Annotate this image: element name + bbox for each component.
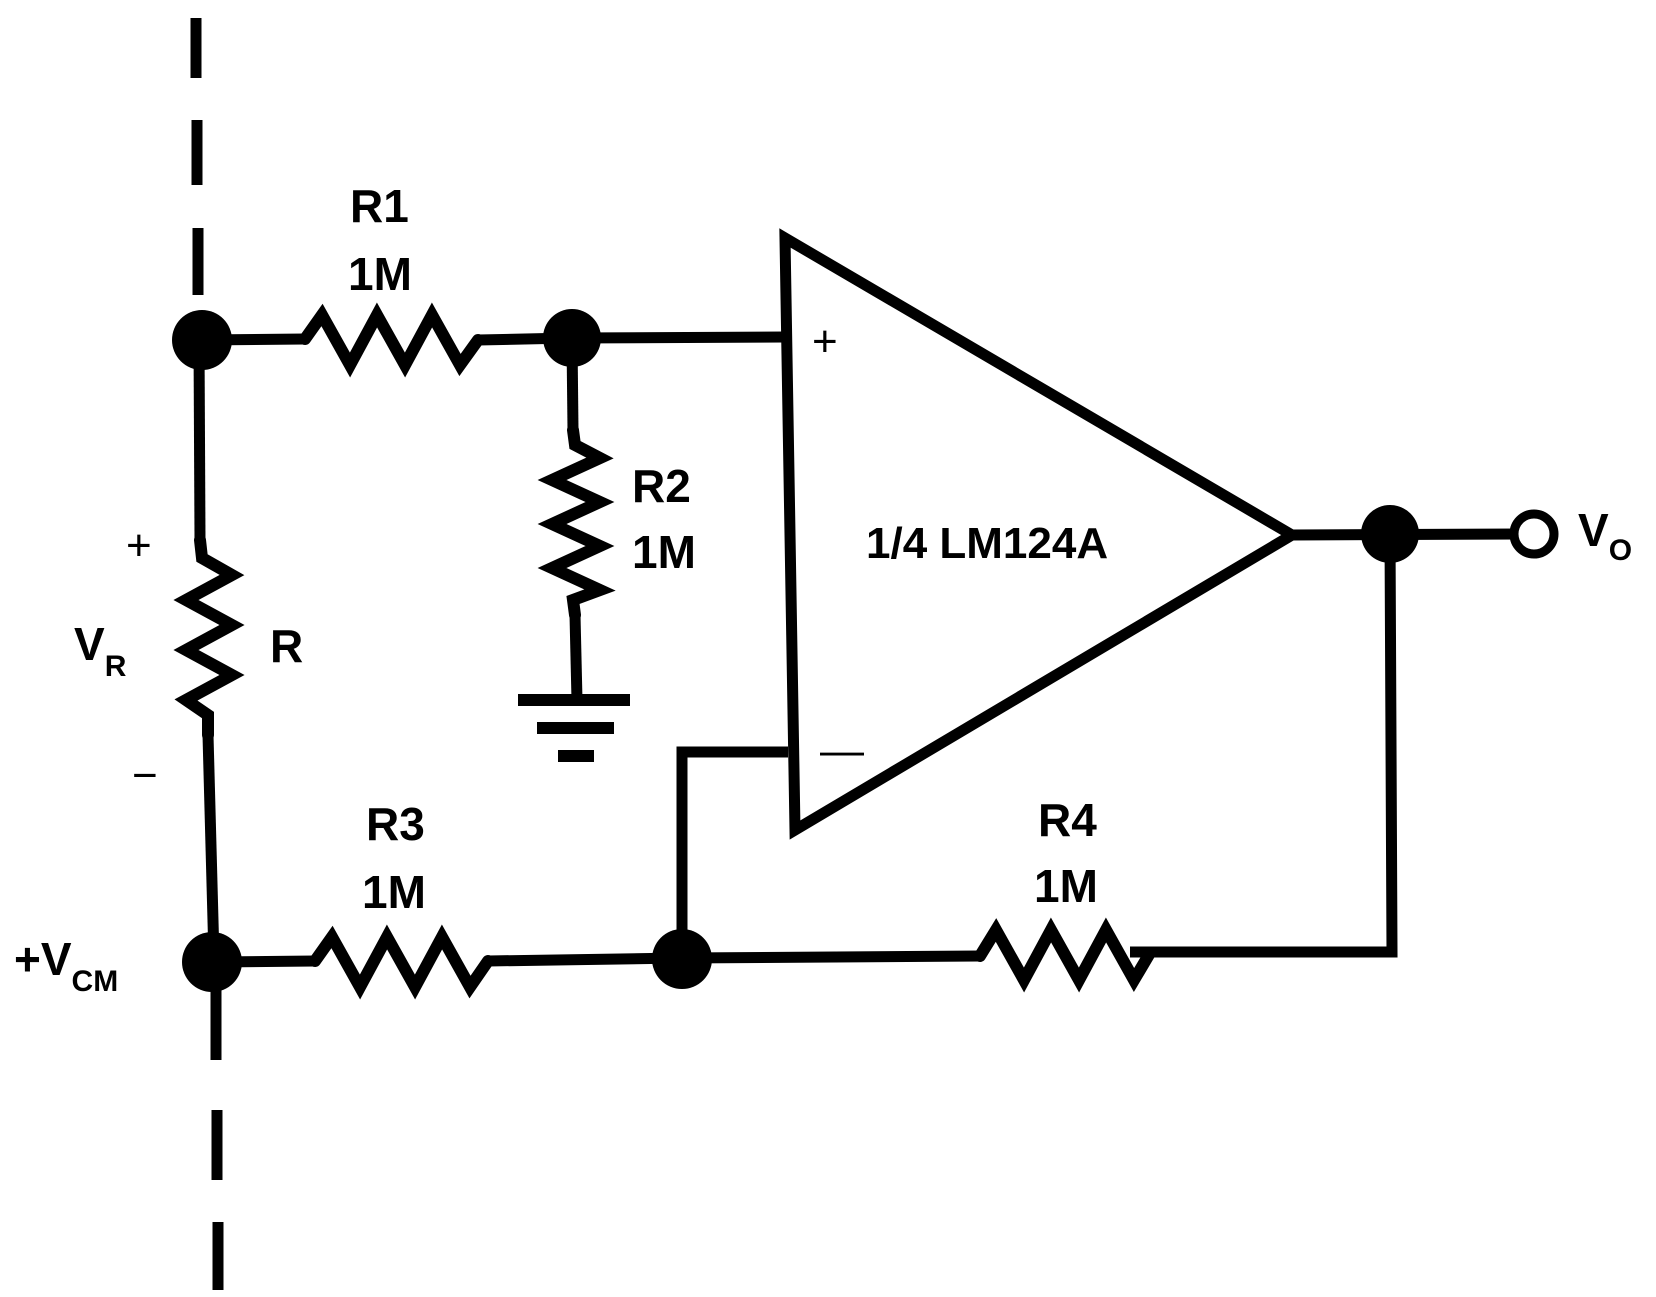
label-r: R [270, 620, 303, 672]
node-vcm [182, 932, 242, 992]
wire-left-rail-upper [193, 339, 206, 541]
wire-left-rail-lower [202, 734, 220, 959]
label-vo-sub: O [1609, 534, 1632, 567]
label-vr-minus: − [132, 751, 158, 800]
wire-inv-input [676, 746, 788, 958]
label-vr-plus: + [126, 521, 152, 570]
resistor-r3 [309, 924, 494, 1000]
label-r4-value: 1M [1034, 860, 1098, 912]
node-output [1361, 505, 1419, 563]
label-r3-value: 1M [362, 866, 426, 918]
resistor-r [173, 534, 245, 741]
resistor-r2 [537, 424, 616, 621]
label-vcm-sub: CM [72, 965, 119, 998]
label-r4-name: R4 [1038, 794, 1097, 846]
node-noninv [543, 309, 601, 367]
node-top-left [172, 310, 232, 370]
wire-noninv-input [569, 331, 786, 344]
dashed-line-top [190, 18, 204, 295]
label-vcm: +VCM [14, 933, 118, 998]
dashed-line-bottom [210, 990, 224, 1290]
label-r2-name: R2 [632, 460, 691, 512]
label-r1-value: 1M [348, 248, 412, 300]
resistor-r4 [974, 917, 1156, 993]
label-vr-sub: R [105, 650, 127, 683]
label-vo-main: V [1578, 504, 1609, 556]
ground-symbol [518, 694, 630, 762]
resistor-r1 [299, 302, 484, 378]
wire-feedback-vertical [1130, 533, 1398, 958]
wire-r2-bottom [569, 614, 583, 701]
opamp-triangle [779, 228, 1303, 840]
output-terminal [1509, 509, 1559, 559]
node-inv [652, 929, 712, 989]
label-r2-value: 1M [632, 526, 696, 578]
label-vo: VO [1578, 504, 1632, 567]
wire-r3-right [487, 952, 683, 967]
label-opamp-minus: — [820, 726, 864, 775]
label-vr: VR [74, 618, 127, 683]
label-opamp-name: 1/4 LM124A [866, 519, 1108, 568]
label-opamp-plus: + [812, 317, 838, 366]
wire-r4-left [681, 950, 981, 964]
label-r3-name: R3 [366, 798, 425, 850]
label-r1-name: R1 [350, 180, 409, 232]
label-vcm-main: +V [14, 933, 72, 985]
label-vr-main: V [74, 618, 105, 670]
